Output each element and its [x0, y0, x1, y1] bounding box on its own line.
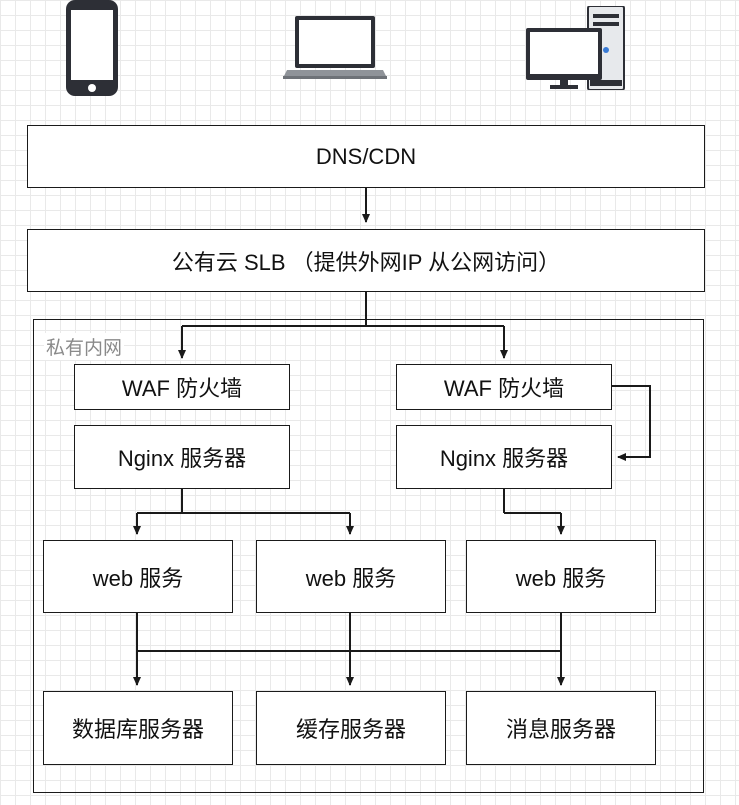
web-service-2: web 服务 [256, 540, 446, 613]
dns-cdn-box: DNS/CDN [27, 125, 705, 188]
waf-firewall-right: WAF 防火墙 [396, 364, 612, 410]
nginx-server-left: Nginx 服务器 [74, 425, 290, 489]
database-server: 数据库服务器 [43, 691, 233, 765]
web-service-1: web 服务 [43, 540, 233, 613]
laptop-icon [283, 16, 387, 79]
cache-server: 缓存服务器 [256, 691, 446, 765]
nginx-server-right: Nginx 服务器 [396, 425, 612, 489]
public-cloud-slb-box: 公有云 SLB （提供外网IP 从公网访问） [27, 229, 705, 292]
message-server: 消息服务器 [466, 691, 656, 765]
private-network-region [33, 319, 704, 793]
web-service-3: web 服务 [466, 540, 656, 613]
desktop-icon [526, 6, 625, 90]
waf-firewall-left: WAF 防火墙 [74, 364, 290, 410]
phone-icon [66, 0, 118, 96]
private-network-label: 私有内网 [44, 333, 125, 360]
